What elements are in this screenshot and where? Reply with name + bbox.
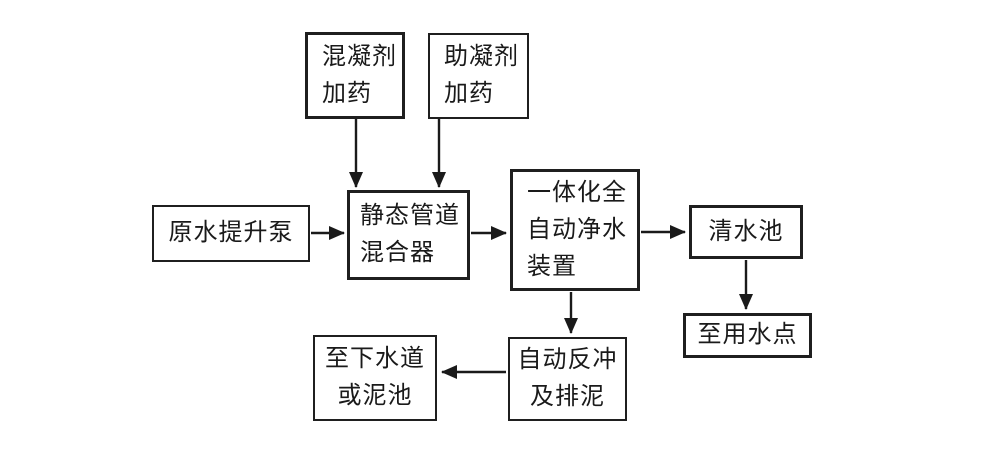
node-static-pipe-mixer: 静态管道 混合器 bbox=[347, 190, 470, 280]
node-auto-backwash-and-sludge: 自动反冲 及排泥 bbox=[508, 337, 627, 421]
node-integrated-auto-purifier: 一体化全 自动净水 装置 bbox=[510, 169, 640, 291]
node-clear-water-tank: 清水池 bbox=[689, 205, 803, 259]
node-raw-water-lift-pump: 原水提升泵 bbox=[152, 205, 310, 262]
node-to-sewer-or-mud-pond: 至下水道 或泥池 bbox=[313, 335, 437, 421]
node-coagulant-dosing: 混凝剂 加药 bbox=[305, 32, 405, 119]
node-coagulant-aid-dosing: 助凝剂 加药 bbox=[428, 33, 529, 119]
node-to-water-use-point: 至用水点 bbox=[683, 313, 812, 358]
